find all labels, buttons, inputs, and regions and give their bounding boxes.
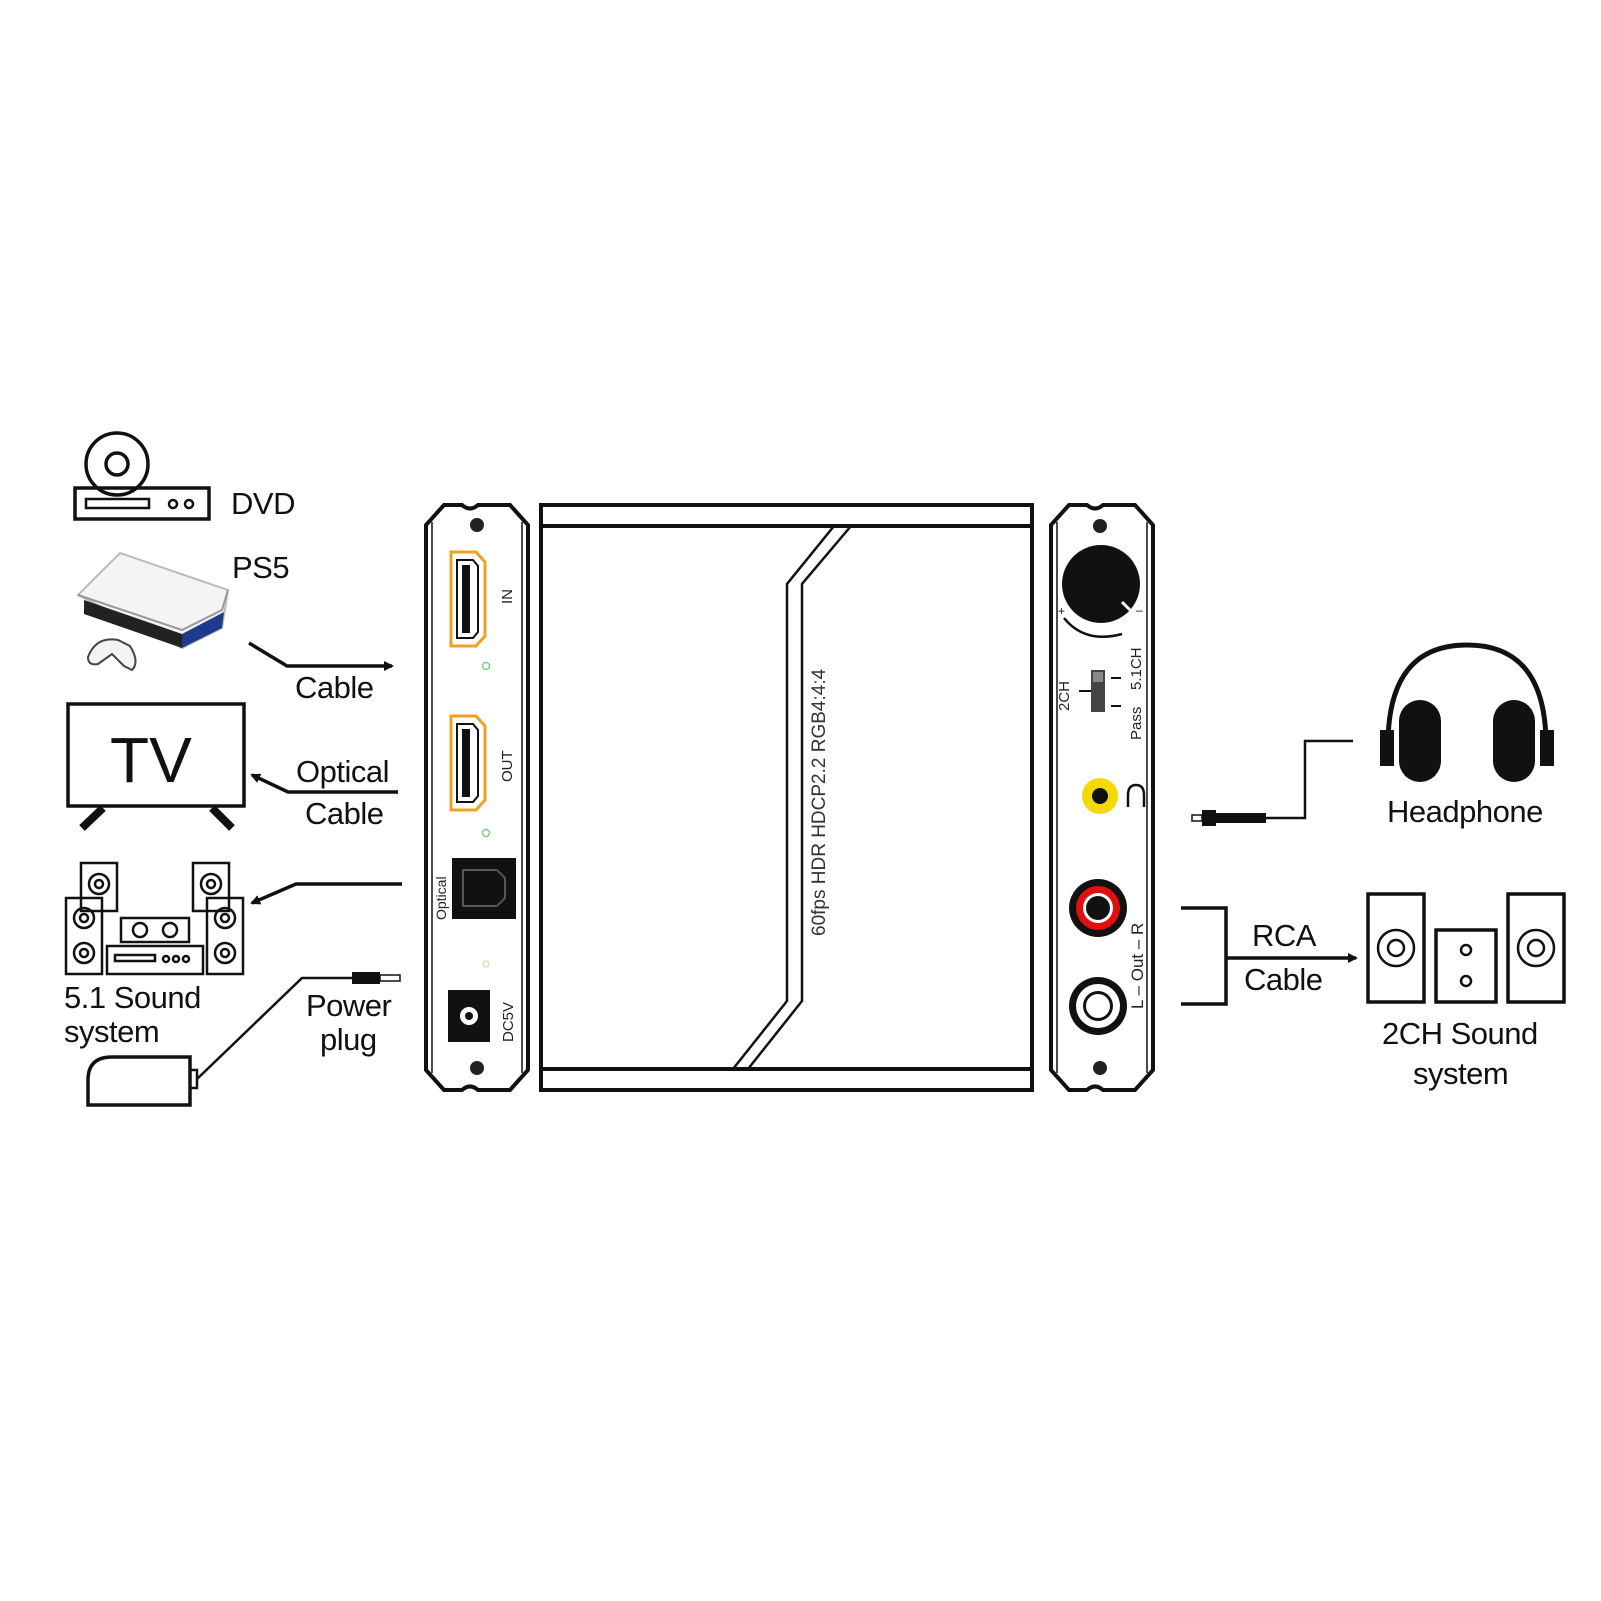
optical-cable-to-51-arrow: [250, 882, 402, 905]
rca-left-jack[interactable]: [1069, 977, 1127, 1035]
dc-power-label: DC5V: [500, 1002, 517, 1042]
headphone-plug-icon: [1191, 810, 1266, 826]
power-plug-label-2: plug: [320, 1022, 377, 1057]
power-cable-line: [196, 976, 352, 1080]
headphone-cable-line: [1266, 739, 1353, 820]
optical-cable-to-tv-arrow: [250, 773, 398, 794]
headphone-jack[interactable]: [1082, 778, 1118, 814]
screw-icon: [1093, 519, 1107, 533]
indicator-led: [482, 960, 490, 968]
rca-cable-label-2: Cable: [1244, 962, 1323, 997]
dvd-player-icon: [73, 431, 211, 521]
tv-label: TV: [110, 724, 192, 796]
indicator-led: [481, 661, 491, 671]
rca-cable-label-1: RCA: [1252, 918, 1317, 953]
optical-port-label: Optical: [433, 876, 449, 920]
surround-speakers-icon: [64, 861, 245, 976]
rca-cable-bracket: [1181, 906, 1228, 1006]
screw-icon: [1093, 1061, 1107, 1075]
surround-sound-label-1: 5.1 Sound: [64, 980, 201, 1015]
hdmi-cable-arrow: [248, 641, 394, 671]
device-right-panel: + – 2CH 5.1CH Pass: [1049, 503, 1155, 1092]
rca-output-label: L – Out – R: [1128, 923, 1147, 1009]
stereo-speakers-icon: [1366, 892, 1566, 1004]
indicator-led: [481, 828, 491, 838]
hdmi-in-port[interactable]: [449, 550, 487, 648]
stereo-sound-label-1: 2CH Sound: [1382, 1016, 1538, 1051]
hdmi-in-label: IN: [499, 589, 516, 604]
ps5-label: PS5: [232, 550, 289, 585]
device-left-panel: IN OUT Optical DC5V: [424, 503, 530, 1092]
switch-51ch-label: 5.1CH: [1128, 647, 1145, 690]
volume-arrow-icon: [1063, 617, 1123, 638]
power-plug-label-1: Power: [306, 988, 392, 1023]
headphone-jack-icon: [1126, 783, 1146, 807]
screw-icon: [470, 518, 484, 532]
rca-right-jack[interactable]: [1069, 879, 1127, 937]
hdmi-out-port[interactable]: [449, 714, 487, 812]
surround-sound-label-2: system: [64, 1014, 159, 1049]
mode-switch[interactable]: [1079, 670, 1121, 712]
device-spec-label: 60fps HDR HDCP2.2 RGB4:4:4: [809, 668, 830, 936]
switch-2ch-label: 2CH: [1056, 681, 1073, 711]
power-adapter-icon: [86, 1055, 199, 1107]
volume-knob[interactable]: [1062, 545, 1140, 623]
tv-icon: [66, 702, 246, 831]
optical-cable-label-1: Optical: [296, 754, 389, 789]
ps5-console-icon: [76, 551, 230, 672]
stereo-sound-label-2: system: [1413, 1056, 1508, 1091]
hdmi-out-label: OUT: [499, 750, 516, 782]
switch-pass-label: Pass: [1128, 707, 1145, 740]
hdmi-cable-label: Cable: [295, 670, 374, 705]
dc-power-jack[interactable]: [448, 990, 490, 1042]
headphone-label: Headphone: [1387, 794, 1543, 829]
headphone-icon: [1380, 642, 1554, 782]
knob-plus-label: +: [1058, 604, 1065, 618]
optical-port[interactable]: [452, 858, 516, 919]
device-body: 60fps HDR HDCP2.2 RGB4:4:4: [539, 503, 1034, 1092]
screw-icon: [470, 1061, 484, 1075]
optical-cable-label-2: Cable: [305, 796, 384, 831]
power-plug-icon: [352, 972, 401, 984]
dvd-label: DVD: [231, 486, 295, 521]
knob-minus-label: –: [1136, 603, 1143, 617]
